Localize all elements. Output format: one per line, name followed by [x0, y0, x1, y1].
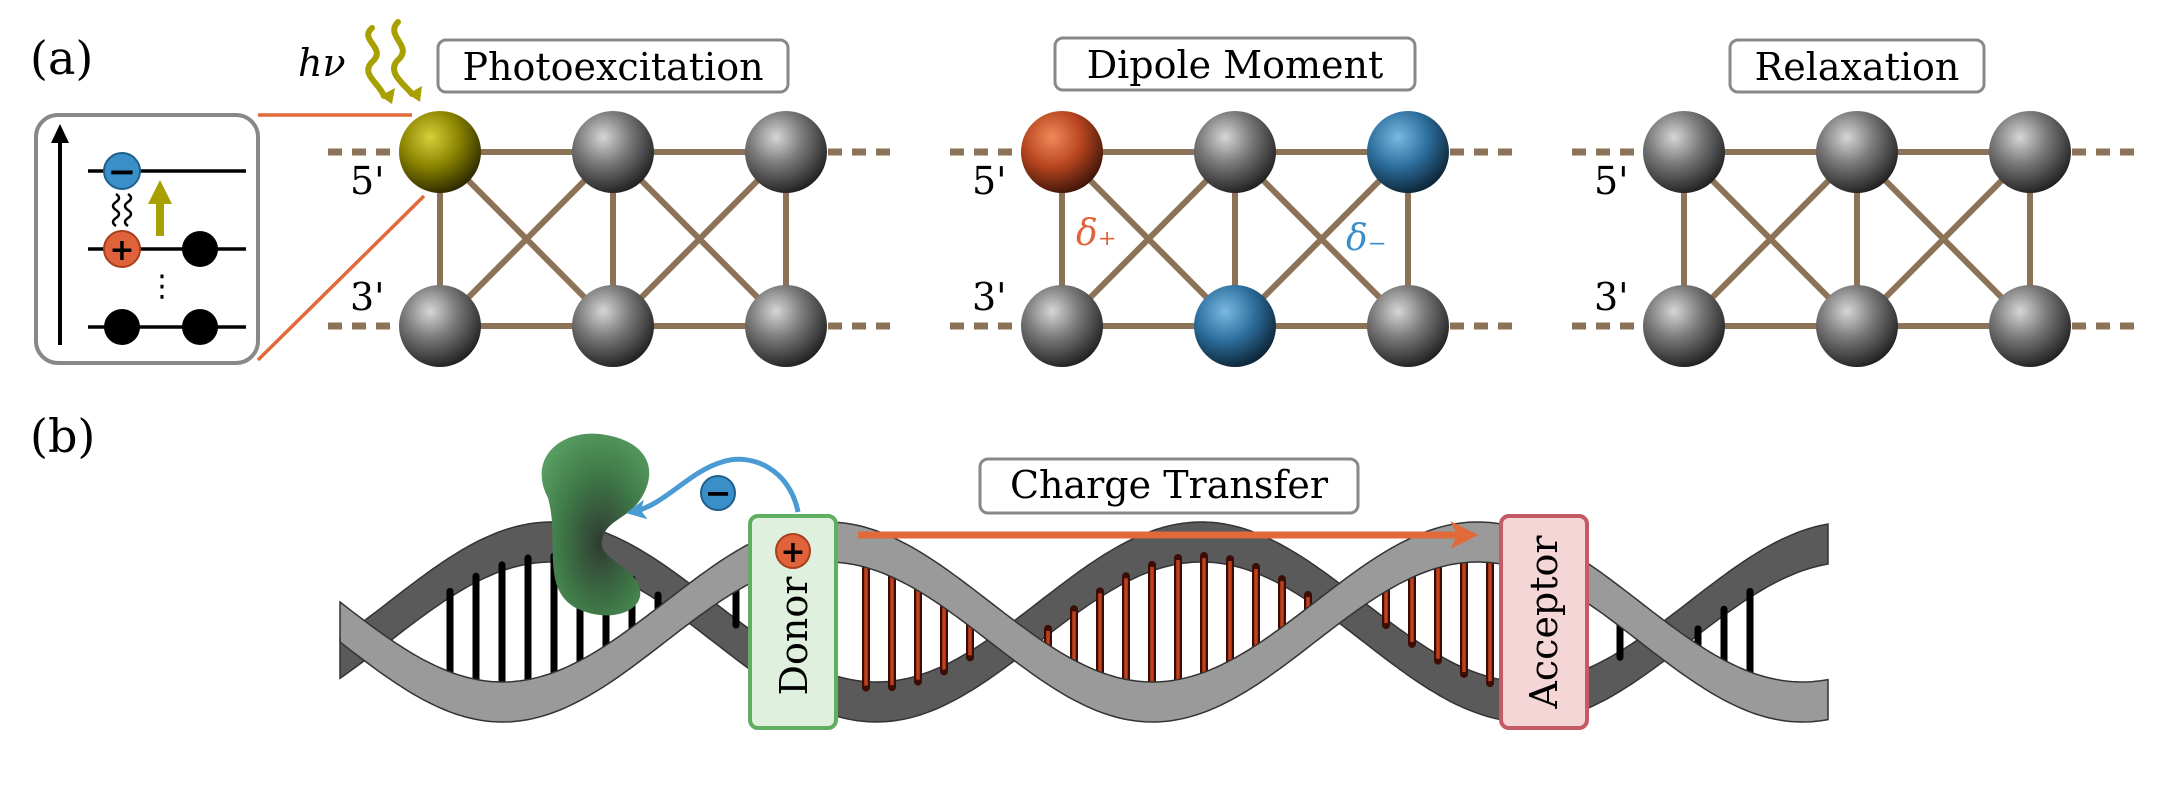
nucleobase-top1 [1816, 111, 1898, 193]
inset-ellipsis: ⋮ [147, 269, 177, 304]
stage-title-box [1053, 36, 1417, 92]
stage-title-box [436, 38, 790, 94]
strand-3-prime-label: 3' [350, 275, 385, 319]
nucleobase-top1 [1194, 111, 1276, 193]
strand-5-prime-label: 5' [972, 159, 1007, 203]
photon-wavy-arrows [365, 19, 422, 104]
nucleobase-top2-electron [1367, 111, 1449, 193]
inset-hole [103, 230, 141, 268]
inset-filled-state-3 [182, 309, 218, 345]
stage-title: Dipole Moment [1087, 43, 1384, 87]
excitation-arrowhead [148, 180, 172, 204]
acceptor-label: Acceptor [1522, 535, 1566, 710]
nucleobase-bot2 [745, 285, 827, 367]
nucleobase-top1 [572, 111, 654, 193]
inset-connector-bottom [256, 194, 426, 362]
stage-lattices: Photoexcitation 5' 3' Dipole Moment 5' 3' δ₊ δ₋… [328, 36, 2142, 367]
nucleobase-top2 [745, 111, 827, 193]
nucleobase-top0-hole [1021, 111, 1103, 193]
inset-electron [103, 152, 141, 190]
inset-filled-state-1 [182, 231, 218, 267]
electron-transfer-arrow [626, 456, 801, 520]
nucleobase-bot1 [1816, 285, 1898, 367]
inset-filled-state-2 [104, 309, 140, 345]
nucleobase-bot1-electron [1194, 285, 1276, 367]
delta-minus-label: δ₋ [1346, 218, 1387, 259]
transfer-electron [700, 475, 736, 511]
panel-a-label: (a) [30, 31, 93, 85]
stage-title: Relaxation [1755, 45, 1960, 89]
nucleobase-top0 [1643, 111, 1725, 193]
inset-electron-sign: − [108, 152, 137, 192]
photon-energy-label: hν [298, 41, 346, 85]
strand-5-prime-label: 5' [1594, 159, 1629, 203]
nucleobase-bot1 [572, 285, 654, 367]
nucleobase-top0-excited [399, 111, 481, 193]
coulomb-wiggle-left [111, 192, 121, 228]
donor-label: Donor [772, 576, 816, 696]
nucleobase-bot0 [1643, 285, 1725, 367]
stage-3: Relaxation 5' 3' [1572, 38, 2142, 367]
inset-hole-sign: + [109, 233, 134, 268]
strand-3-prime-label: 3' [1594, 275, 1629, 319]
coulomb-wiggle-right [123, 192, 133, 228]
protein-blob [541, 433, 650, 616]
stage-1: Photoexcitation 5' 3' [328, 38, 898, 367]
strand-3-prime-label: 3' [972, 275, 1007, 319]
acceptor-box: Acceptor [1499, 514, 1589, 730]
nucleobase-bot2 [1989, 285, 2071, 367]
stage-title: Photoexcitation [462, 45, 763, 89]
inset-frame [34, 113, 260, 365]
charge-transfer-title-box: Charge Transfer [978, 457, 1360, 515]
charge-transfer-title: Charge Transfer [1010, 463, 1329, 507]
nucleobase-top2 [1989, 111, 2071, 193]
nucleobase-bot2 [1367, 285, 1449, 367]
stage-2: Dipole Moment 5' 3' δ₊ δ₋ [950, 36, 1520, 367]
stage-title-box [1728, 38, 1986, 94]
donor-box: + Donor [748, 514, 838, 730]
transfer-electron-sign: − [705, 474, 732, 512]
donor-hole-sign: + [780, 535, 805, 570]
energy-axis-arrowhead [51, 124, 69, 143]
strand-5-prime-label: 5' [350, 159, 385, 203]
panel-b-label: (b) [30, 409, 95, 463]
delta-plus-label: δ₊ [1076, 213, 1117, 254]
energy-level-inset: − + ⋮ [34, 113, 260, 365]
nucleobase-bot0 [399, 285, 481, 367]
nucleobase-bot0 [1021, 285, 1103, 367]
donor-hole [775, 533, 811, 569]
